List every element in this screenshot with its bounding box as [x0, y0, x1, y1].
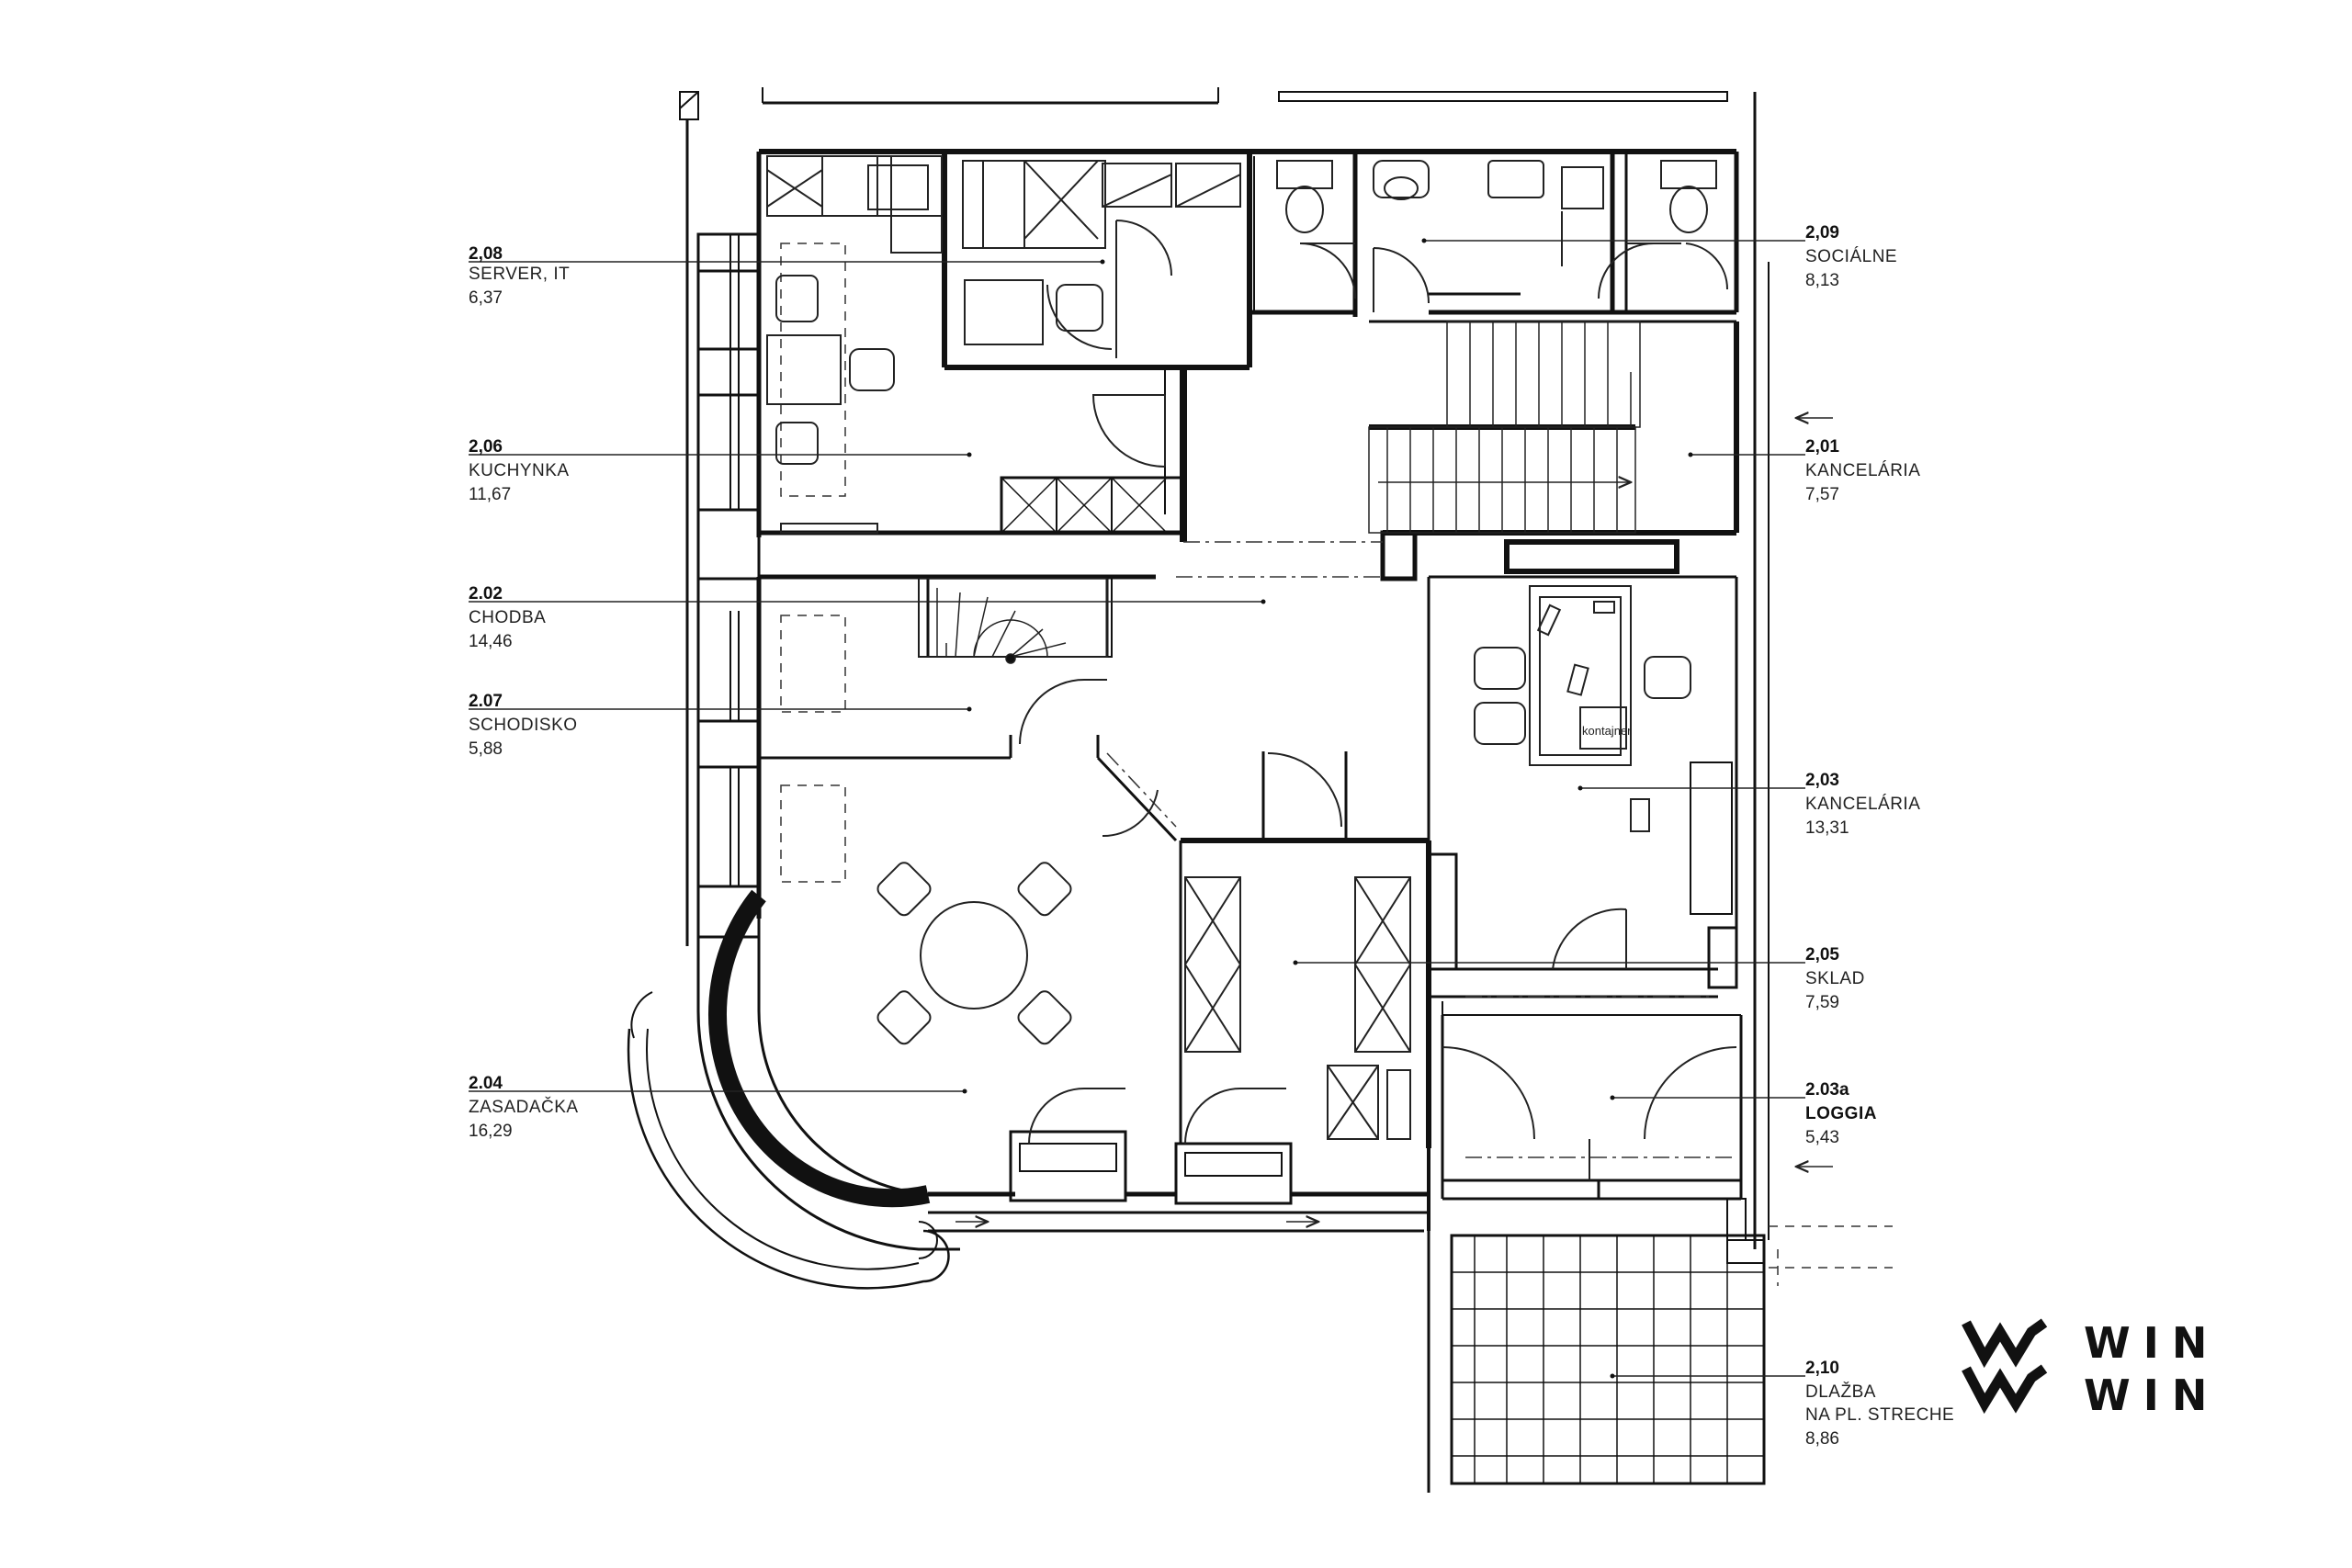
svg-text:SKLAD: SKLAD	[1805, 969, 1865, 988]
svg-text:2.02: 2.02	[469, 584, 503, 604]
svg-text:DLAŽBA: DLAŽBA	[1805, 1382, 1876, 1402]
svg-text:2,03: 2,03	[1805, 771, 1839, 790]
room-label-chodba: 2.02 CHODBA 14,46	[469, 584, 546, 651]
svg-text:KUCHYNKA: KUCHYNKA	[469, 461, 570, 480]
meeting-table	[876, 862, 1072, 1045]
wc-fixtures	[1276, 160, 1717, 266]
svg-text:2.03a: 2.03a	[1805, 1080, 1849, 1100]
svg-text:2.07: 2.07	[469, 692, 503, 711]
dashed-lines	[1106, 541, 1736, 1158]
svg-text:SERVER, IT: SERVER, IT	[469, 265, 570, 284]
room-label-schodisko: 2.07 SCHODISKO 5,88	[469, 692, 578, 759]
logo-line-1: WIN	[2084, 1318, 2220, 1368]
stair-spiral	[918, 578, 1108, 664]
dashed-lines-2	[780, 243, 1893, 1286]
kontajner-label: kontajner	[1582, 724, 1632, 738]
svg-text:CHODBA: CHODBA	[469, 608, 546, 627]
room-label-dlazba: 2,10 DLAŽBA NA PL. STRECHE 8,86	[1805, 1359, 1954, 1449]
svg-text:2,09: 2,09	[1805, 223, 1839, 243]
svg-text:13,31: 13,31	[1805, 818, 1849, 838]
svg-text:SOCIÁLNE: SOCIÁLNE	[1805, 247, 1897, 266]
svg-text:KANCELÁRIA: KANCELÁRIA	[1805, 795, 1920, 814]
kitchen-table	[766, 275, 895, 534]
office-desk	[1474, 585, 1691, 832]
logo-line-2: WIN	[2084, 1371, 2220, 1420]
svg-text:16,29: 16,29	[469, 1122, 513, 1141]
storage-shelves	[1184, 876, 1411, 1140]
svg-text:5,88: 5,88	[469, 739, 503, 759]
svg-text:2,01: 2,01	[1805, 437, 1839, 457]
room-markers	[962, 238, 1693, 1379]
svg-text:2.04: 2.04	[469, 1074, 503, 1093]
svg-text:2,08: 2,08	[469, 244, 503, 264]
svg-text:6,37: 6,37	[469, 288, 503, 308]
room-label-sklad: 2,05 SKLAD 7,59	[1805, 945, 1865, 1012]
svg-text:ZASADAČKA: ZASADAČKA	[469, 1097, 579, 1117]
svg-text:7,57: 7,57	[1805, 485, 1839, 504]
svg-text:KANCELÁRIA: KANCELÁRIA	[1805, 461, 1920, 480]
svg-text:8,86: 8,86	[1805, 1429, 1839, 1449]
svg-text:5,43: 5,43	[1805, 1128, 1839, 1147]
svg-text:SCHODISKO: SCHODISKO	[469, 716, 578, 735]
outer-walls	[627, 87, 1770, 1290]
svg-text:14,46: 14,46	[469, 632, 513, 651]
svg-text:8,13: 8,13	[1805, 271, 1839, 290]
logo-mark-icon	[1962, 1318, 2048, 1415]
svg-text:LOGGIA: LOGGIA	[1805, 1104, 1877, 1123]
room-label-kuchynka: 2,06 KUCHYNKA 11,67	[469, 437, 570, 504]
leader-lines	[469, 240, 1805, 1377]
svg-text:NA PL. STRECHE: NA PL. STRECHE	[1805, 1405, 1954, 1425]
doors	[1019, 220, 1737, 1180]
svg-text:2,06: 2,06	[469, 437, 503, 457]
server-racks	[962, 160, 1241, 345]
entry-arrows	[956, 418, 1833, 1222]
kitchen-counter	[766, 155, 943, 254]
stair-main	[1368, 321, 1641, 534]
room-label-loggia: 2.03a LOGGIA 5,43	[1805, 1080, 1877, 1147]
svg-text:2,10: 2,10	[1805, 1359, 1839, 1378]
svg-text:11,67: 11,67	[469, 485, 511, 504]
terrace-tiles	[1427, 1231, 1766, 1493]
room-label-zasadacka: 2.04 ZASADAČKA 16,29	[469, 1074, 579, 1141]
svg-text:7,59: 7,59	[1805, 993, 1839, 1012]
room-label-socialne: 2,09 SOCIÁLNE 8,13	[1805, 223, 1897, 290]
winwin-logo: WIN WIN	[1962, 1318, 2220, 1420]
room-label-server: 2,08 SERVER, IT 6,37	[469, 244, 570, 308]
svg-text:2,05: 2,05	[1805, 945, 1839, 964]
room-label-kancelaria-1: 2,01 KANCELÁRIA 7,57	[1805, 437, 1920, 504]
room-label-kancelaria-2: 2,03 KANCELÁRIA 13,31	[1805, 771, 1920, 838]
